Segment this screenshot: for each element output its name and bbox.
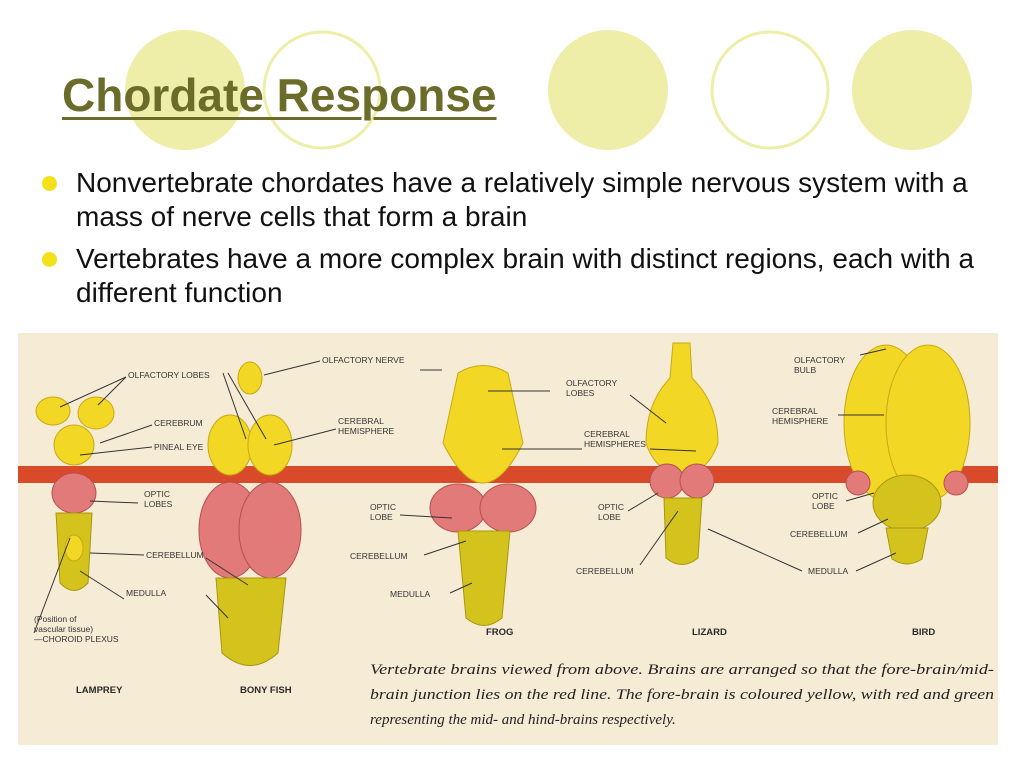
frog-brain	[429, 365, 537, 626]
bullet-text: Nonvertebrate chordates have a relativel…	[76, 167, 968, 232]
caption-line: brain junction lies on the red line. The…	[370, 687, 994, 703]
label-medulla: MEDULLA	[126, 588, 166, 598]
bullet-dot-icon	[42, 176, 57, 191]
label-optic: OPTIC	[598, 502, 624, 512]
label-cerebellum: CEREBELLUM	[146, 550, 204, 560]
bony-fish-brain	[198, 361, 302, 666]
specimen-bony-fish: BONY FISH	[240, 685, 292, 696]
vertebrate-brains-figure: OLFACTORY LOBES CEREBRUM PINEAL EYE OPTI…	[18, 333, 998, 745]
label-cerebellum: CEREBELLUM	[350, 551, 408, 561]
label-cerebral: CEREBRAL	[338, 416, 384, 426]
label-choroid-plexus: —CHOROID PLEXUS	[34, 634, 119, 644]
label-cerebral: CEREBRAL	[772, 406, 818, 416]
caption-line: representing the mid- and hind-brains re…	[370, 712, 676, 728]
label-pineal-eye: PINEAL EYE	[154, 442, 204, 452]
bullet-text: Vertebrates have a more complex brain wi…	[76, 243, 975, 308]
deco-circle-2	[262, 30, 382, 150]
bullet-dot-icon	[42, 252, 57, 267]
label-bulb: BULB	[794, 365, 817, 375]
label-lobes: LOBES	[144, 499, 173, 509]
deco-circle-3	[548, 30, 668, 150]
label-cerebellum: CEREBELLUM	[576, 566, 634, 576]
figure-labels: OLFACTORY LOBES CEREBRUM PINEAL EYE OPTI…	[34, 355, 848, 644]
label-olfactory: OLFACTORY	[794, 355, 846, 365]
specimen-bird: BIRD	[912, 627, 935, 638]
label-cerebellum: CEREBELLUM	[790, 529, 848, 539]
leader-lines	[33, 348, 897, 634]
caption-line: Vertebrate brains viewed from above. Bra…	[370, 662, 994, 678]
lizard-brain	[645, 342, 719, 565]
label-cerebral: CEREBRAL	[584, 429, 630, 439]
label-olfactory: OLFACTORY	[566, 378, 618, 388]
specimen-names: LAMPREY BONY FISH FROG LIZARD BIRD	[76, 627, 935, 696]
label-lobes: LOBES	[566, 388, 595, 398]
label-vascular-tissue: vascular tissue)	[34, 624, 93, 634]
label-medulla: MEDULLA	[808, 566, 848, 576]
label-olfactory-lobes: OLFACTORY LOBES	[128, 370, 210, 380]
label-optic: OPTIC	[144, 489, 170, 499]
label-olfactory-nerve: OLFACTORY NERVE	[322, 355, 405, 365]
label-lobe: LOBE	[812, 501, 835, 511]
deco-circle-5	[852, 30, 972, 150]
bullet-item: Nonvertebrate chordates have a relativel…	[40, 166, 1010, 234]
label-cerebrum: CEREBRUM	[154, 418, 203, 428]
bullet-item: Vertebrates have a more complex brain wi…	[40, 242, 1010, 310]
label-medulla: MEDULLA	[390, 589, 430, 599]
specimen-lizard: LIZARD	[692, 627, 727, 638]
label-optic: OPTIC	[370, 502, 396, 512]
specimen-lamprey: LAMPREY	[76, 685, 123, 696]
deco-circle-1	[125, 30, 245, 150]
label-optic: OPTIC	[812, 491, 838, 501]
label-hemisphere: HEMISPHERE	[772, 416, 829, 426]
decorative-circles	[125, 30, 972, 150]
slide-title: Chordate Response	[62, 69, 497, 121]
deco-circle-4	[710, 30, 830, 150]
label-lobe: LOBE	[598, 512, 621, 522]
label-hemisphere: HEMISPHERE	[338, 426, 395, 436]
label-lobe: LOBE	[370, 512, 393, 522]
label-position: (Position of	[34, 614, 77, 624]
bird-brain	[843, 344, 971, 565]
specimen-frog: FROG	[486, 627, 513, 638]
bullet-list: Nonvertebrate chordates have a relativel…	[40, 166, 1010, 318]
figure-caption: Vertebrate brains viewed from above. Bra…	[370, 662, 994, 728]
label-hemispheres: HEMISPHERES	[584, 439, 646, 449]
